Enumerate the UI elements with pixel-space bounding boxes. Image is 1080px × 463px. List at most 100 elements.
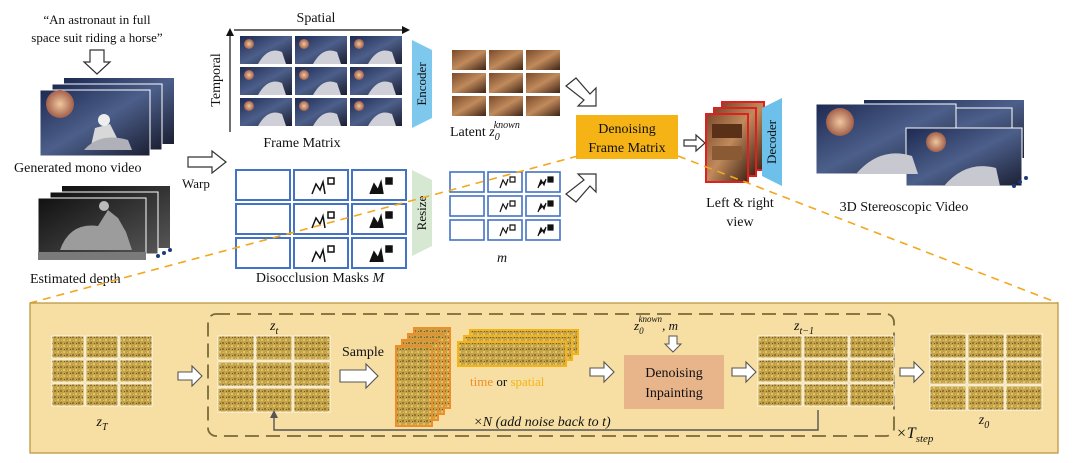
denoising-frame-matrix-line-2: Frame Matrix xyxy=(588,141,665,156)
zt1-noise-grid xyxy=(757,335,895,407)
sample-to-inpaint-arrow xyxy=(589,360,615,384)
condition-label: z0known, m xyxy=(633,314,678,336)
mask-cell xyxy=(235,169,291,201)
zT-label: zT xyxy=(95,415,108,433)
zt-cell xyxy=(293,361,331,387)
left-right-view-stack xyxy=(705,101,765,183)
latent-cell xyxy=(526,50,560,70)
zt-cell xyxy=(217,387,255,413)
zT-cell xyxy=(85,335,119,359)
z0-label: z0 xyxy=(978,413,989,431)
zt-cell xyxy=(255,335,293,361)
disocclusion-mask-grid xyxy=(235,169,407,269)
zT-cell xyxy=(85,359,119,383)
mask-cell xyxy=(235,203,291,235)
zt-cell xyxy=(293,387,331,413)
zt1-cell xyxy=(849,359,895,383)
repeat-t-label: ×Tstep xyxy=(896,425,934,445)
latent-cell xyxy=(489,73,523,93)
encoder-label: Encoder xyxy=(414,62,429,106)
sampled-horizontal-stack xyxy=(457,329,579,367)
stereo-ellipsis xyxy=(1012,176,1028,188)
decoder-label: Decoder xyxy=(764,119,779,164)
zT-cell xyxy=(51,383,85,407)
latent-cell xyxy=(452,73,486,93)
condition-down-arrow xyxy=(663,335,683,353)
z0-cell xyxy=(929,333,967,359)
mask-cell xyxy=(351,237,407,269)
small-mask-cell xyxy=(449,195,485,217)
prompt-line-1: “An astronaut in full xyxy=(43,12,151,27)
stereo-video-label: 3D Stereoscopic Video xyxy=(840,200,969,215)
prompt-line-2: space suit riding a horse” xyxy=(31,30,163,45)
latent-grid xyxy=(452,50,560,116)
warp-label: Warp xyxy=(182,176,210,191)
latent-cell xyxy=(526,96,560,116)
zt-label: zt xyxy=(269,319,278,337)
z0-cell xyxy=(967,359,1005,385)
z0-cell xyxy=(1005,385,1043,411)
mask-to-denoise-arrow xyxy=(565,173,597,203)
small-mask-cell xyxy=(525,195,561,217)
mask-cell xyxy=(351,203,407,235)
zt1-cell xyxy=(757,359,803,383)
zt1-cell xyxy=(803,359,849,383)
resized-mask-grid xyxy=(449,171,561,241)
prompt-down-arrow xyxy=(82,49,112,75)
latent-cell xyxy=(452,50,486,70)
left-right-view-line-1: Left & right xyxy=(706,196,774,211)
mask-cell xyxy=(351,169,407,201)
zt1-cell xyxy=(803,383,849,407)
zt1-cell xyxy=(803,335,849,359)
small-mask-cell xyxy=(449,171,485,193)
repeat-n-label: ×N (add noise back to t) xyxy=(473,415,611,430)
resize-block xyxy=(412,170,432,256)
zt-cell xyxy=(217,361,255,387)
denoising-frame-matrix-box xyxy=(576,115,678,159)
latent-cell xyxy=(452,96,486,116)
small-mask-cell xyxy=(449,219,485,241)
denoising-inpainting-box xyxy=(624,355,724,409)
z0-grid xyxy=(929,333,1043,411)
mask-cell xyxy=(293,169,349,201)
zT-cell xyxy=(119,335,153,359)
denoising-frame-matrix-line-1: Denoising xyxy=(598,122,656,137)
zt-cell xyxy=(293,335,331,361)
zt1-cell xyxy=(849,335,895,359)
sampled-vertical-stack xyxy=(395,327,451,427)
denoise-to-view-arrow xyxy=(683,133,706,153)
depth-map-stack xyxy=(37,186,170,261)
zT-cell xyxy=(119,359,153,383)
z0-cell xyxy=(1005,333,1043,359)
estimated-depth-label: Estimated depth xyxy=(30,272,121,287)
disocclusion-masks-label: Disocclusion Masks M xyxy=(256,271,386,286)
zT-to-zt-arrow xyxy=(177,364,203,388)
mask-cell xyxy=(235,237,291,269)
m-label: m xyxy=(497,251,507,266)
z0-cell xyxy=(967,333,1005,359)
inpaint-line-1: Denoising xyxy=(645,366,703,381)
z0-cell xyxy=(967,385,1005,411)
resize-label: Resize xyxy=(414,195,429,230)
sample-label: Sample xyxy=(342,345,384,360)
frame-matrix-label: Frame Matrix xyxy=(263,136,340,151)
zT-cell xyxy=(51,359,85,383)
small-mask-cell xyxy=(487,219,523,241)
latent-cell xyxy=(526,73,560,93)
spatial-axis-label: Spatial xyxy=(297,11,336,26)
zT-cell xyxy=(51,335,85,359)
left-right-view-line-2: view xyxy=(726,215,754,230)
encoder-block xyxy=(412,40,432,128)
latent-cell xyxy=(489,50,523,70)
z0-cell xyxy=(929,385,967,411)
mask-cell xyxy=(293,237,349,269)
mono-video-stack xyxy=(39,78,174,157)
zt1-cell xyxy=(757,383,803,407)
zt-cell xyxy=(217,335,255,361)
add-noise-feedback-arrow xyxy=(273,410,819,431)
zt1-cell xyxy=(757,335,803,359)
sample-arrow xyxy=(339,362,379,390)
latent-cell xyxy=(489,96,523,116)
warp-arrow xyxy=(187,149,227,175)
